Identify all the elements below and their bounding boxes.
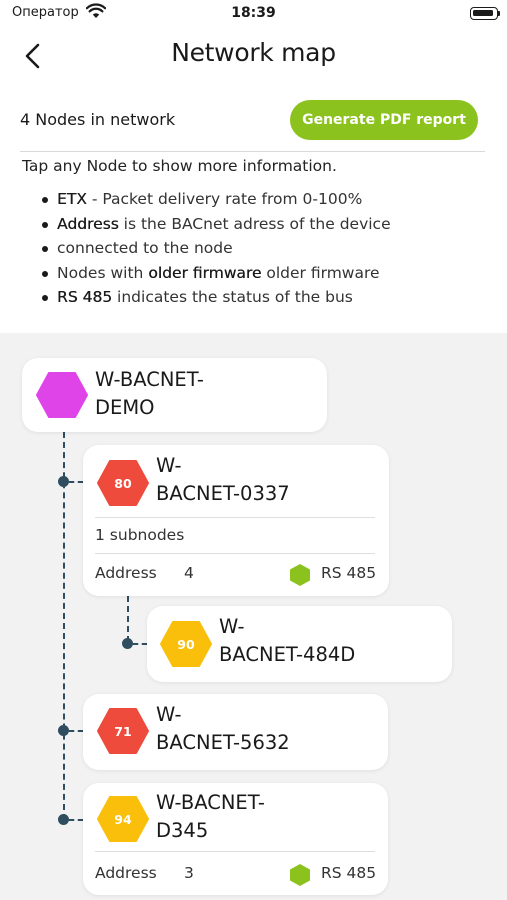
card-divider xyxy=(95,517,375,518)
rs485-label: RS 485 xyxy=(321,864,377,882)
top-panel: Оператор 18:39 Network map 4 Nodes in ne… xyxy=(0,0,507,333)
node-name: W- BACNET-5632 xyxy=(156,701,290,757)
generate-pdf-button[interactable]: Generate PDF report xyxy=(290,100,478,140)
rs485-status-icon xyxy=(290,564,310,586)
nodes-count: 4 Nodes in network xyxy=(20,110,176,129)
node-name-line: W- xyxy=(219,615,245,638)
node-name-line: BACNET-0337 xyxy=(156,482,290,505)
status-bar: Оператор 18:39 xyxy=(0,0,507,30)
address-label: Address xyxy=(95,564,157,582)
bullet-text: Nodes with xyxy=(57,263,149,282)
node-card-d345[interactable]: 94 W-BACNET- D345 Address 3 RS 485 xyxy=(83,783,388,895)
rs485-label: RS 485 xyxy=(321,564,377,582)
subnodes-count: 1 subnodes xyxy=(95,526,185,544)
node-card-5632[interactable]: 71 W- BACNET-5632 xyxy=(83,694,388,770)
tree-branch-line xyxy=(69,730,83,732)
node-name-line: W- xyxy=(156,703,182,726)
node-name-line: W-BACNET- xyxy=(156,791,265,814)
bullet-etx: ETX - Packet delivery rate from 0-100% xyxy=(40,187,500,212)
bullet-rs485: RS 485 indicates the status of the bus xyxy=(40,285,500,310)
bullet-bold: ETX xyxy=(57,190,87,208)
node-name-line: DEMO xyxy=(95,396,155,419)
tree-branch-line xyxy=(69,819,83,821)
etx-hexagon-icon: 71 xyxy=(97,708,149,754)
etx-value: 94 xyxy=(114,812,132,827)
divider xyxy=(20,151,485,152)
node-name-line: D345 xyxy=(156,819,209,842)
etx-value: 90 xyxy=(177,637,195,652)
bullet-address-cont: connected to the node xyxy=(40,236,500,261)
address-value: 3 xyxy=(184,864,194,882)
etx-hexagon-icon: 94 xyxy=(97,796,149,842)
bullet-address: Address is the BACnet adress of the devi… xyxy=(40,212,500,237)
status-time: 18:39 xyxy=(231,5,276,21)
node-card-484d[interactable]: 90 W- BACNET-484D xyxy=(147,606,452,682)
tree-node-dot xyxy=(122,638,133,649)
rs485-status-icon xyxy=(290,864,310,886)
node-name-line: W-BACNET- xyxy=(95,368,204,391)
node-name: W- BACNET-484D xyxy=(219,613,355,669)
etx-value: 71 xyxy=(114,724,131,739)
etx-value: 80 xyxy=(114,476,132,491)
bullet-bold: Address xyxy=(57,214,119,233)
tree-node-dot xyxy=(58,814,69,825)
subtree-line xyxy=(127,596,129,642)
node-card-root[interactable]: W-BACNET- DEMO xyxy=(22,358,327,432)
tree-trunk-line xyxy=(63,432,65,820)
bullet-text: - Packet delivery rate from 0-100% xyxy=(86,190,363,208)
etx-hexagon-icon: 80 xyxy=(97,460,149,506)
etx-hexagon-icon: 90 xyxy=(160,621,212,667)
bullet-bold: RS 485 xyxy=(57,288,113,306)
bullet-text: older firmware xyxy=(261,263,380,282)
info-bullets: ETX - Packet delivery rate from 0-100% A… xyxy=(40,187,500,310)
tree-branch-line xyxy=(133,643,147,645)
battery-icon xyxy=(470,7,498,20)
bullet-text: connected to the node xyxy=(57,239,233,257)
node-name-line: BACNET-5632 xyxy=(156,731,290,754)
tree-node-dot xyxy=(58,725,69,736)
back-arrow-icon[interactable] xyxy=(20,40,48,72)
bullet-text: is the BACnet adress of the device xyxy=(118,214,391,233)
address-value: 4 xyxy=(184,564,194,582)
node-name: W-BACNET- DEMO xyxy=(95,366,204,422)
bullet-text: indicates the status of the bus xyxy=(112,288,353,306)
hexagon-icon xyxy=(36,372,88,418)
node-name: W-BACNET- D345 xyxy=(156,789,265,845)
node-card-0337[interactable]: 80 W- BACNET-0337 1 subnodes Address 4 R… xyxy=(83,445,389,596)
wifi-icon xyxy=(86,3,106,18)
carrier-label: Оператор xyxy=(12,5,79,20)
info-intro: Tap any Node to show more information. xyxy=(22,157,337,175)
bullet-firmware: Nodes with older firmware older firmware xyxy=(40,261,500,286)
tree-node-dot xyxy=(58,476,69,487)
battery-tip xyxy=(498,11,500,16)
node-name-line: BACNET-484D xyxy=(219,643,356,666)
card-divider xyxy=(95,851,375,852)
node-name-line: W- xyxy=(156,454,182,477)
address-label: Address xyxy=(95,864,157,882)
page-title: Network map xyxy=(171,38,336,67)
node-name: W- BACNET-0337 xyxy=(156,452,290,508)
tree-branch-line xyxy=(69,481,83,483)
bullet-bold: older firmware xyxy=(148,263,262,282)
card-divider xyxy=(95,553,375,554)
